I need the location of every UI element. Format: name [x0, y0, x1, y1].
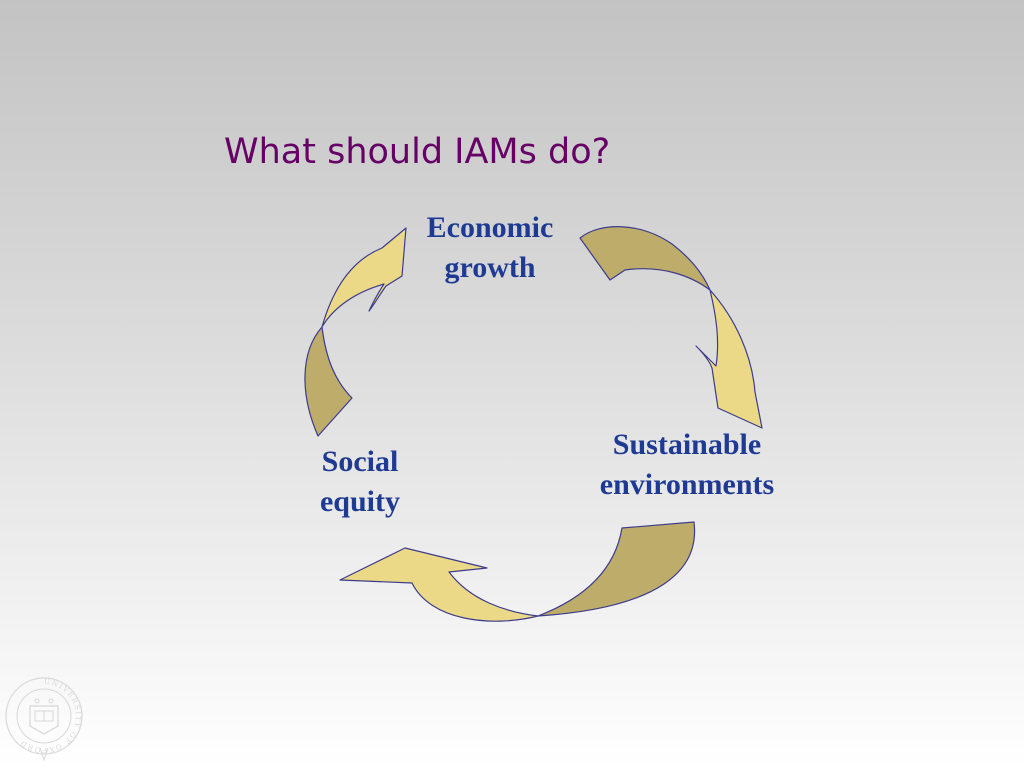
node-economic-line1: Economic — [426, 211, 554, 244]
node-economic-line2: growth — [444, 251, 536, 284]
arrow-head-segment — [339, 547, 539, 622]
node-social-line2: equity — [319, 485, 400, 518]
node-sustainable-line1: Sustainable — [612, 428, 762, 461]
slide-title: What should IAMs do? — [224, 132, 611, 172]
node-sustainable-environments: Sustainable environments — [572, 425, 802, 505]
arrow-tail-segment — [304, 326, 353, 437]
node-economic-growth: Economic growth — [400, 208, 580, 288]
arrow-tail-segment — [579, 226, 711, 291]
node-social-line1: Social — [321, 445, 399, 478]
arrow-head-segment — [695, 289, 763, 429]
node-social-equity: Social equity — [290, 442, 430, 522]
cycle-arrow-economic-to-sustainable — [579, 226, 763, 429]
cycle-arrow-social-to-economic — [304, 227, 407, 437]
node-sustainable-line2: environments — [599, 468, 775, 501]
arrow-head-segment — [321, 227, 407, 328]
cycle-arrow-sustainable-to-social — [339, 521, 696, 622]
arrow-tail-segment — [537, 521, 696, 617]
university-seal-logo: UNIVERSITY OF OXFORD — [5, 677, 83, 762]
